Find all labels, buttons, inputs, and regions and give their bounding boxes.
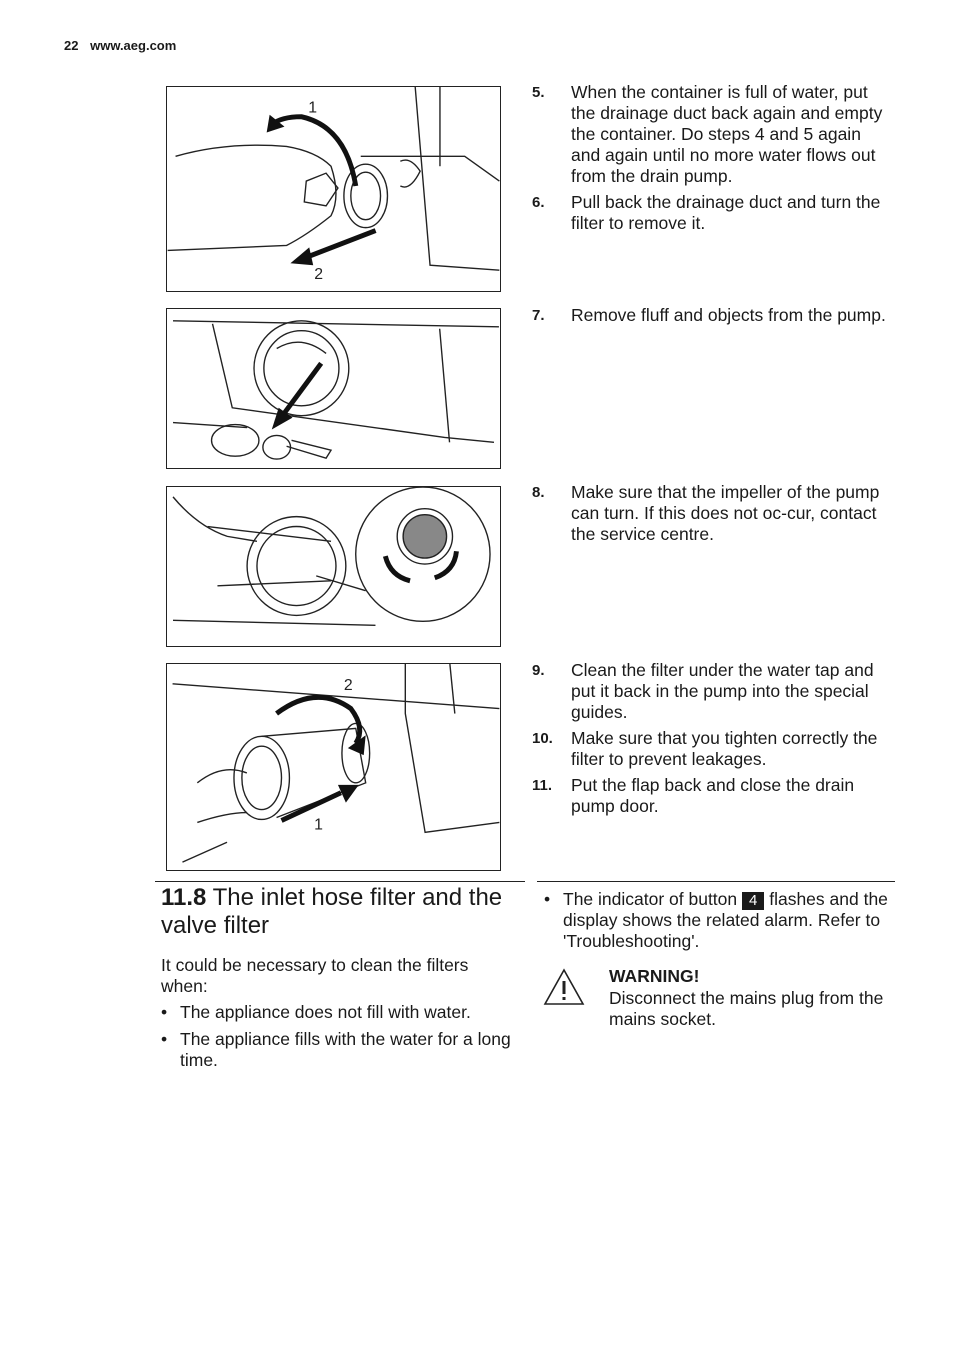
step-item: 8. Make sure that the impeller of the pu…	[532, 482, 892, 545]
warning-text: Disconnect the mains plug from the mains…	[609, 988, 884, 1029]
section-intro: It could be necessary to clean the filte…	[161, 955, 469, 996]
warning-title: WARNING!	[609, 966, 700, 986]
indicator-note: • The indicator of button 4 flashes and …	[544, 889, 899, 952]
list-item: • The appliance does not fill with water…	[161, 1002, 521, 1023]
figure-label-2: 2	[314, 266, 323, 283]
step-text: Make sure that the impeller of the pump …	[571, 482, 880, 544]
step-item: 5. When the container is full of water, …	[532, 82, 892, 187]
condition-list: • The appliance does not fill with water…	[161, 1002, 521, 1077]
bullet-symbol: •	[161, 1029, 168, 1049]
figure-label-1: 1	[314, 816, 323, 833]
button-number-badge: 4	[742, 892, 765, 910]
step-number: 9.	[532, 662, 545, 679]
page-header: 22 www.aeg.com	[64, 38, 176, 53]
step-number: 5.	[532, 84, 545, 101]
illustration-remove-fluff	[172, 320, 499, 460]
step-number: 11.	[532, 777, 553, 794]
step-text: Pull back the drainage duct and turn the…	[571, 192, 881, 233]
steps-group-2: 7. Remove fluff and objects from the pum…	[532, 305, 892, 331]
step-number: 7.	[532, 307, 545, 324]
step-text: Clean the filter under the water tap and…	[571, 660, 874, 722]
figure-label-1: 1	[308, 100, 317, 117]
figure-remove-filter: 1 2	[166, 86, 501, 292]
steps-group-4: 9. Clean the filter under the water tap …	[532, 660, 892, 822]
figure-clean-pump	[166, 308, 501, 469]
illustration-impeller	[172, 487, 491, 626]
warning-icon	[543, 968, 585, 1005]
step-item: 6. Pull back the drainage duct and turn …	[532, 192, 892, 234]
list-item-text: The appliance fills with the water for a…	[180, 1029, 511, 1070]
section-divider-left	[155, 881, 525, 882]
step-text: Make sure that you tighten correctly the…	[571, 728, 878, 769]
section-divider-right	[537, 881, 895, 882]
illustration-turn-filter: 1 2	[167, 87, 500, 283]
section-title-text: The inlet hose filter and the valve filt…	[161, 884, 503, 939]
step-item: 7. Remove fluff and objects from the pum…	[532, 305, 892, 326]
figure-check-impeller	[166, 486, 501, 647]
page-number: 22	[64, 38, 79, 53]
step-text: Put the flap back and close the drain pu…	[571, 775, 855, 816]
step-number: 8.	[532, 484, 545, 501]
figure-label-2: 2	[344, 677, 353, 694]
figure-refit-filter: 2 1	[166, 663, 501, 871]
illustration-insert-filter: 2 1	[172, 664, 500, 863]
step-text: When the container is full of water, put…	[571, 82, 883, 186]
indicator-text-after: flashes and the display shows the relate…	[563, 889, 888, 951]
steps-group-3: 8. Make sure that the impeller of the pu…	[532, 482, 892, 550]
step-number: 10.	[532, 730, 553, 747]
section-number: 11.8	[161, 884, 207, 911]
step-item: 11. Put the flap back and close the drai…	[532, 775, 892, 817]
step-item: 9. Clean the filter under the water tap …	[532, 660, 892, 723]
step-number: 6.	[532, 194, 545, 211]
indicator-text-before: The indicator of button	[563, 889, 742, 909]
steps-group-1: 5. When the container is full of water, …	[532, 82, 892, 239]
list-item: • The appliance fills with the water for…	[161, 1029, 521, 1071]
list-item-text: The appliance does not fill with water.	[180, 1002, 471, 1022]
website-url: www.aeg.com	[90, 38, 177, 53]
step-text: Remove fluff and objects from the pump.	[571, 305, 886, 325]
section-heading: 11.8 The inlet hose filter and the valve…	[161, 884, 521, 940]
bullet-symbol: •	[161, 1002, 168, 1022]
bullet-symbol: •	[544, 889, 551, 909]
step-item: 10. Make sure that you tighten correctly…	[532, 728, 892, 770]
